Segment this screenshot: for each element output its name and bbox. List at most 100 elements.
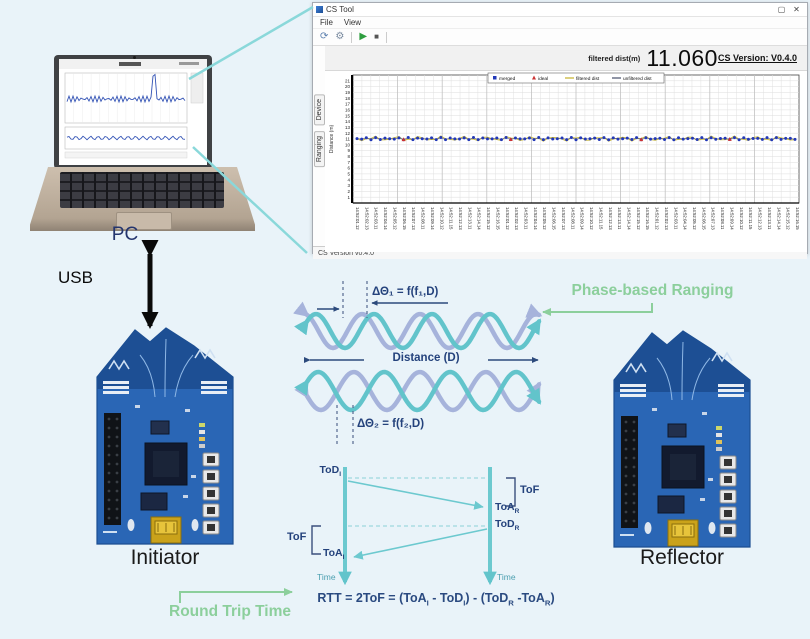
svg-text:14:52:11.15: 14:52:11.15 bbox=[598, 207, 603, 230]
reflector-label: Reflector bbox=[639, 546, 725, 569]
svg-text:9: 9 bbox=[347, 148, 350, 153]
svg-text:19: 19 bbox=[345, 90, 351, 95]
toa-r-label: ToAR bbox=[495, 501, 520, 516]
initiator-label: Initiator bbox=[130, 546, 200, 569]
svg-text:14:52:14.14: 14:52:14.14 bbox=[626, 207, 631, 230]
svg-text:14:52:10.12: 14:52:10.12 bbox=[739, 207, 744, 230]
svg-text:14:52:11.15: 14:52:11.15 bbox=[748, 207, 753, 230]
svg-text:14:52:13.11: 14:52:13.11 bbox=[617, 207, 622, 230]
metric-label: filtered dist(m) bbox=[588, 53, 641, 63]
svg-text:14:52:09.14: 14:52:09.14 bbox=[580, 207, 585, 230]
svg-text:14:52:06.15: 14:52:06.15 bbox=[701, 207, 706, 230]
cs-tool-window: CS Tool ▢ ✕ File View ⟳ ⚙ ▶ ■ Device Ran… bbox=[312, 2, 808, 259]
svg-text:10: 10 bbox=[345, 142, 351, 147]
svg-text:3: 3 bbox=[347, 183, 350, 188]
svg-text:14:52:05.12: 14:52:05.12 bbox=[692, 207, 697, 230]
svg-text:14:52:14.14: 14:52:14.14 bbox=[776, 207, 781, 230]
svg-text:15: 15 bbox=[345, 113, 351, 118]
status-text: CS Version v0.4.0 bbox=[318, 249, 375, 257]
round-trip-arrow bbox=[179, 588, 293, 603]
metric-value: 11.060 bbox=[646, 44, 718, 71]
svg-text:1: 1 bbox=[347, 195, 350, 200]
stop-icon[interactable]: ■ bbox=[374, 32, 379, 41]
toa-i-label: ToAI bbox=[323, 547, 345, 562]
svg-text:14:52:07.13: 14:52:07.13 bbox=[711, 207, 716, 230]
pc-label: PC bbox=[111, 224, 139, 245]
svg-text:14:52:01.12: 14:52:01.12 bbox=[355, 207, 360, 230]
svg-text:7: 7 bbox=[347, 160, 350, 165]
svg-text:14:52:01.12: 14:52:01.12 bbox=[505, 207, 510, 230]
svg-text:8: 8 bbox=[347, 154, 350, 159]
svg-text:14:52:13.11: 14:52:13.11 bbox=[767, 207, 772, 230]
svg-text:14:52:09.14: 14:52:09.14 bbox=[430, 207, 435, 230]
svg-text:Distance (m): Distance (m) bbox=[329, 124, 335, 153]
svg-text:14:52:12.13: 14:52:12.13 bbox=[458, 207, 463, 230]
svg-text:ideal: ideal bbox=[538, 76, 548, 82]
svg-text:14:52:15.12: 14:52:15.12 bbox=[486, 207, 491, 230]
svg-text:14:52:05.12: 14:52:05.12 bbox=[542, 207, 547, 230]
svg-text:11: 11 bbox=[345, 137, 350, 142]
menu-view[interactable]: View bbox=[343, 18, 362, 27]
laptop-screen-chart bbox=[59, 59, 207, 165]
svg-text:14:52:04.14: 14:52:04.14 bbox=[383, 207, 388, 230]
laptop-touchpad bbox=[116, 212, 172, 230]
toolbar-separator bbox=[351, 31, 353, 43]
time-left-label: Time bbox=[317, 572, 336, 582]
metric-header: filtered dist(m) 11.060 CS Version: V0.4… bbox=[325, 44, 807, 71]
svg-text:14:52:05.12: 14:52:05.12 bbox=[392, 207, 397, 230]
svg-text:14:52:13.11: 14:52:13.11 bbox=[467, 207, 472, 230]
svg-text:14:52:02.13: 14:52:02.13 bbox=[514, 207, 519, 230]
menu-file[interactable]: File bbox=[320, 18, 333, 27]
delta-theta-1-label: ΔΘ₁ = f(f₁,D) bbox=[372, 286, 439, 298]
distance-label: Distance (D) bbox=[364, 352, 488, 364]
window-titlebar: CS Tool ▢ ✕ bbox=[313, 3, 807, 17]
app-icon bbox=[316, 6, 323, 13]
refresh-icon[interactable]: ⟳ bbox=[320, 31, 329, 42]
phase-based-ranging-label: Phase-based Ranging bbox=[571, 282, 734, 299]
tab-device[interactable]: Device bbox=[313, 94, 325, 126]
svg-text:14:52:04.14: 14:52:04.14 bbox=[683, 207, 688, 230]
svg-text:14:52:06.15: 14:52:06.15 bbox=[552, 207, 557, 230]
svg-text:14:52:03.11: 14:52:03.11 bbox=[374, 207, 379, 230]
svg-text:unfiltered dist: unfiltered dist bbox=[623, 76, 652, 82]
menu-bar: File View bbox=[313, 17, 807, 29]
time-right-label: Time bbox=[497, 572, 516, 582]
toolbar: ⟳ ⚙ ▶ ■ bbox=[313, 29, 807, 46]
tod-r-label: ToDR bbox=[495, 518, 520, 533]
svg-text:14:52:06.15: 14:52:06.15 bbox=[402, 207, 407, 230]
svg-text:12: 12 bbox=[345, 131, 351, 136]
svg-text:16: 16 bbox=[345, 108, 351, 113]
svg-text:17: 17 bbox=[345, 102, 351, 107]
maximize-button[interactable]: ▢ bbox=[777, 5, 786, 14]
svg-text:14:52:10.12: 14:52:10.12 bbox=[589, 207, 594, 230]
svg-text:14:52:02.13: 14:52:02.13 bbox=[364, 207, 369, 230]
svg-text:14:52:12.13: 14:52:12.13 bbox=[758, 207, 763, 230]
svg-text:6: 6 bbox=[347, 166, 350, 171]
tab-ranging[interactable]: Ranging bbox=[313, 131, 325, 168]
laptop-keyboard bbox=[60, 172, 224, 208]
distance-chart-svg: 12345678910111213141516171819202114:52:0… bbox=[329, 72, 800, 230]
svg-text:18: 18 bbox=[345, 96, 351, 101]
svg-text:14:52:09.14: 14:52:09.14 bbox=[729, 207, 734, 230]
svg-text:13: 13 bbox=[345, 125, 351, 130]
svg-text:14:52:16.15: 14:52:16.15 bbox=[795, 207, 800, 230]
play-icon[interactable]: ▶ bbox=[359, 31, 368, 42]
svg-text:merged: merged bbox=[499, 76, 516, 82]
svg-text:14:52:12.13: 14:52:12.13 bbox=[608, 207, 613, 230]
delta-theta-2-label: ΔΘ₂ = f(f₂,D) bbox=[357, 418, 425, 430]
svg-text:14:52:08.11: 14:52:08.11 bbox=[720, 207, 725, 230]
laptop-screen bbox=[54, 55, 212, 169]
round-trip-time-label: Round Trip Time bbox=[169, 603, 291, 620]
toolbar-separator bbox=[385, 31, 387, 43]
svg-text:filtered dist: filtered dist bbox=[576, 76, 600, 82]
settings-icon[interactable]: ⚙ bbox=[335, 31, 345, 42]
close-button[interactable]: ✕ bbox=[793, 5, 800, 14]
svg-text:2: 2 bbox=[347, 189, 350, 194]
window-title: CS Tool bbox=[326, 5, 354, 14]
svg-text:14:52:03.11: 14:52:03.11 bbox=[524, 207, 529, 230]
svg-text:14:52:07.13: 14:52:07.13 bbox=[561, 207, 566, 230]
svg-text:14:52:15.12: 14:52:15.12 bbox=[636, 207, 641, 230]
rtt-formula: RTT = 2ToF = (ToAI - ToDI) - (ToDR -ToAR… bbox=[317, 591, 555, 608]
